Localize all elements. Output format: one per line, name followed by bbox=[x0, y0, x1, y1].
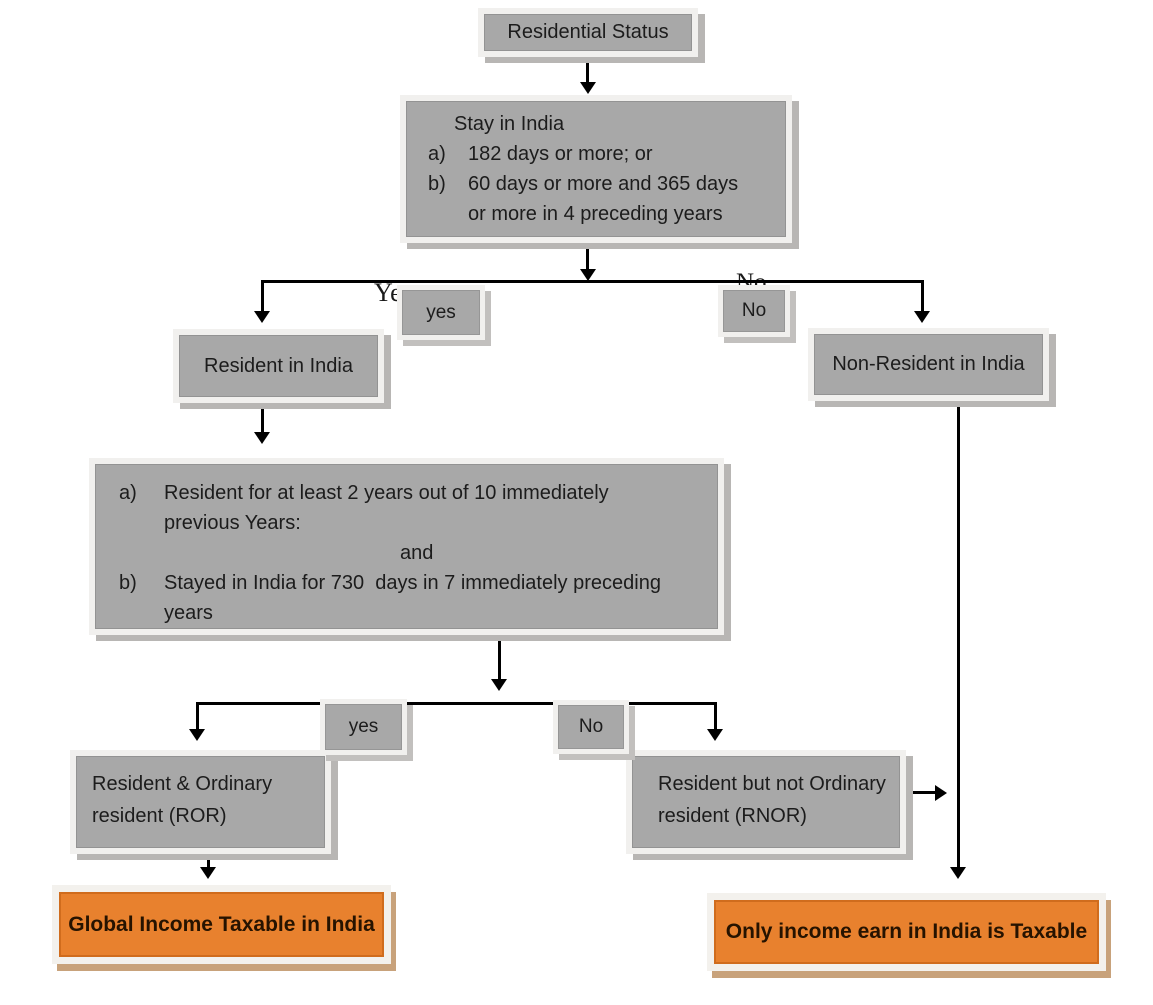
node-rnor: Resident but not Ordinary resident (RNOR… bbox=[626, 750, 906, 854]
edge-criteria-to-branch-arrowhead bbox=[491, 679, 507, 691]
edge-resident-to-criteria-line bbox=[261, 402, 264, 433]
edge-ror-to-global-arrowhead bbox=[200, 867, 216, 879]
stay-item-b: b) 60 days or more and 365 days bbox=[428, 169, 786, 199]
branch1-yes-tag: yes bbox=[397, 285, 485, 340]
node-ror-criteria: a) Resident for at least 2 years out of 1… bbox=[89, 458, 724, 635]
node-india-income-taxable: Only income earn in India is Taxable bbox=[707, 893, 1106, 971]
stay-item-a-text: 182 days or more; or bbox=[468, 143, 653, 165]
branch2-yes-label: yes bbox=[348, 716, 379, 737]
branch1-yes-label: yes bbox=[426, 301, 456, 323]
node-global-income-taxable: Global Income Taxable in India bbox=[52, 885, 391, 964]
branch1-right-line bbox=[921, 280, 924, 313]
edge-nonresident-to-india-arrowhead bbox=[950, 867, 966, 879]
edge-nonresident-to-india-line bbox=[957, 400, 960, 868]
stay-item-a: a) 182 days or more; or bbox=[428, 139, 786, 169]
criteria-item-a-cont: previous Years: bbox=[164, 512, 301, 534]
node-residential-status: Residential Status bbox=[478, 8, 698, 57]
criteria-item-b: b) Stayed in India for 730 days in 7 imme… bbox=[119, 568, 718, 598]
branch2-no-label: No bbox=[578, 716, 604, 737]
branch1-right-arrowhead bbox=[914, 311, 930, 323]
branch2-horizontal-line bbox=[197, 702, 717, 705]
edge-rnor-join-line bbox=[910, 791, 935, 794]
residential-status-label: Residential Status bbox=[507, 21, 669, 43]
edge-stay-to-branch-line bbox=[586, 243, 589, 270]
edge-stay-to-branch-arrowhead bbox=[580, 269, 596, 281]
criteria-and: and bbox=[400, 542, 434, 564]
edge-resident-to-criteria-arrowhead bbox=[254, 432, 270, 444]
branch1-left-arrowhead bbox=[254, 311, 270, 323]
criteria-item-a: a) Resident for at least 2 years out of 1… bbox=[119, 478, 718, 508]
node-ror: Resident & Ordinary resident (ROR) bbox=[70, 750, 331, 854]
edge-status-to-stay-arrowhead bbox=[580, 82, 596, 94]
branch2-no-tag: No bbox=[553, 700, 629, 754]
resident-label: Resident in India bbox=[204, 354, 353, 377]
branch1-no-label: No bbox=[741, 300, 767, 321]
branch1-horizontal-line bbox=[262, 280, 923, 283]
criteria-item-b-marker: b) bbox=[119, 572, 137, 594]
stay-item-a-marker: a) bbox=[428, 143, 446, 165]
node-stay-in-india: Stay in India a) 182 days or more; or b) 6… bbox=[400, 95, 792, 243]
criteria-item-b-cont: years bbox=[164, 602, 213, 624]
stay-item-b-marker: b) bbox=[428, 173, 446, 195]
edge-rnor-join-arrowhead bbox=[935, 785, 947, 801]
stay-item-b-cont: or more in 4 preceding years bbox=[468, 203, 723, 225]
criteria-item-a-marker: a) bbox=[119, 482, 137, 504]
ror-label-line1: Resident & Ordinary bbox=[92, 773, 273, 795]
criteria-item-b-text: Stayed in India for 730 days in 7 immedi… bbox=[164, 572, 661, 594]
branch2-left-arrowhead bbox=[189, 729, 205, 741]
branch2-right-line bbox=[714, 702, 717, 730]
branch2-right-arrowhead bbox=[707, 729, 723, 741]
branch1-no-tag: No bbox=[718, 285, 790, 337]
branch2-left-line bbox=[196, 702, 199, 730]
node-resident-in-india: Resident in India bbox=[173, 329, 384, 403]
rnor-label-line2: resident (RNOR) bbox=[658, 805, 807, 827]
rnor-label-line1: Resident but not Ordinary bbox=[658, 773, 886, 795]
criteria-item-a-text: Resident for at least 2 years out of 10 … bbox=[164, 482, 609, 504]
edge-ror-to-global-line bbox=[207, 853, 210, 868]
stay-item-b-text: 60 days or more and 365 days bbox=[468, 173, 739, 195]
non-resident-label: Non-Resident in India bbox=[832, 353, 1025, 375]
india-income-label: Only income earn in India is Taxable bbox=[725, 920, 1088, 943]
branch1-left-line bbox=[261, 280, 264, 313]
stay-title: Stay in India bbox=[454, 113, 565, 135]
edge-criteria-to-branch-line bbox=[498, 634, 501, 680]
node-non-resident-in-india: Non-Resident in India bbox=[808, 328, 1049, 401]
ror-label-line2: resident (ROR) bbox=[92, 805, 227, 827]
branch2-yes-tag: yes bbox=[320, 699, 407, 755]
global-income-label: Global Income Taxable in India bbox=[68, 912, 375, 936]
edge-status-to-stay-line bbox=[586, 57, 589, 83]
